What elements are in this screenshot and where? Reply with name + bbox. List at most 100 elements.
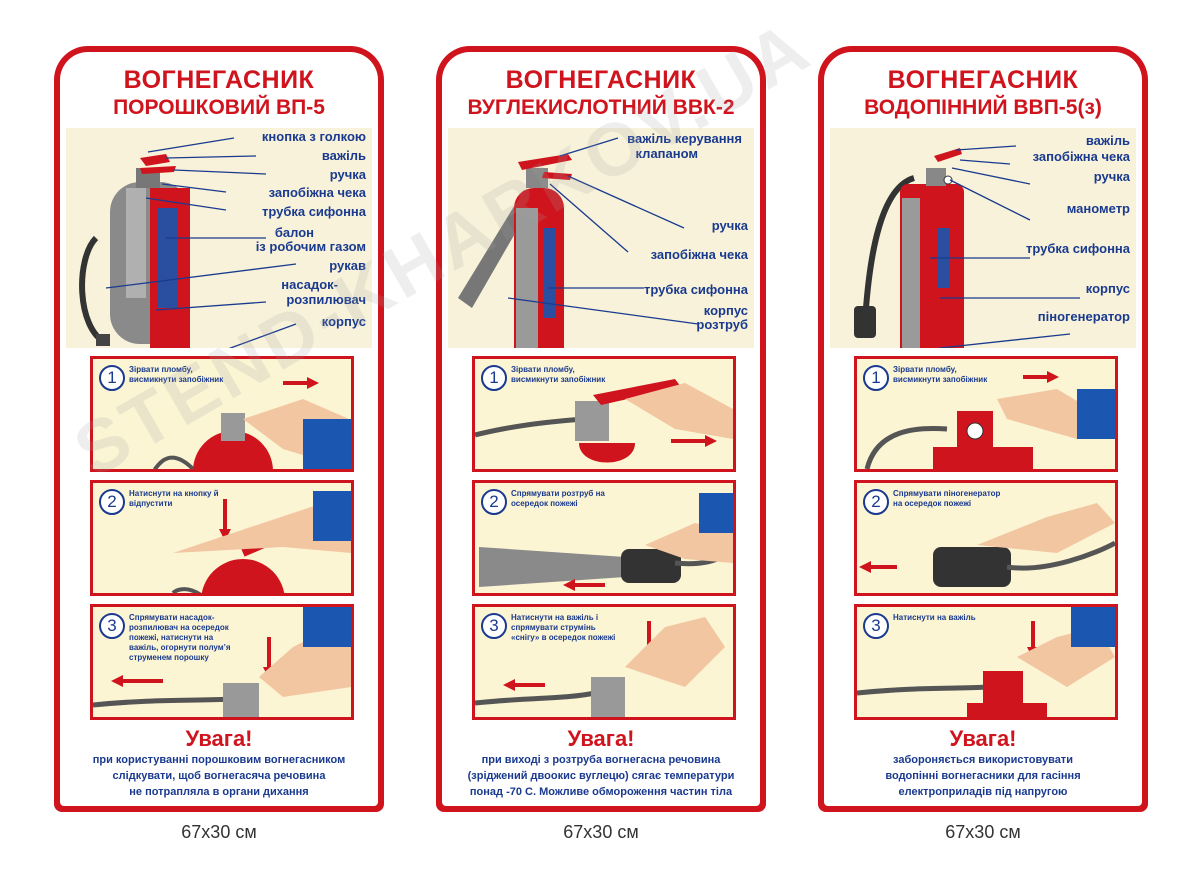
poster-title: ВОГНЕГАСНИК: [505, 66, 697, 94]
instruction-step-3: 3 Натиснути на важіль: [854, 604, 1118, 720]
part-label: кнопка з голкою: [261, 129, 366, 144]
size-caption: 67x30 см: [563, 822, 639, 842]
step-text: Спрямувати насадок-розпилювач на осередо…: [129, 613, 231, 662]
poster-inner: ВОГНЕГАСНИК ВОДОПІННИЙ ВВП-5(з): [824, 52, 1142, 806]
part-label: манометр: [1066, 201, 1130, 216]
part-label: клапаном: [635, 146, 698, 161]
part-label: трубка сифонна: [643, 282, 748, 297]
poster-inner: ВОГНЕГАСНИК ПОРОШКОВИЙ ВП-5: [60, 52, 378, 806]
warning-line: забороняється використовувати: [893, 754, 1073, 766]
part-label: важіль керування: [627, 131, 742, 146]
step-number: 2: [863, 489, 889, 515]
size-caption: 67x30 см: [945, 822, 1021, 842]
part-labels: кнопка з голкою важіль ручка запобіжна ч…: [66, 128, 372, 348]
step-number: 1: [99, 365, 125, 391]
step-text: Спрямувати піногенератор на осередок пож…: [893, 489, 1001, 508]
step-text: Спрямувати розтруб на осередок пожежі: [511, 489, 605, 508]
step-illustration: [475, 379, 733, 463]
warning-title: Увага!: [185, 726, 253, 751]
warning-line: водопінні вогнегасники для гасіння: [885, 770, 1081, 782]
warning-text: при користуванні порошковим вогнегаснико…: [66, 752, 372, 800]
step-illustration: [857, 607, 1115, 717]
part-label: ручка: [329, 167, 366, 182]
step-number: 3: [99, 613, 125, 639]
step-text: Натиснути на кнопку й відпустити: [129, 489, 219, 508]
step-text: Зірвати пломбу, висмикнути запобіжник: [129, 365, 224, 384]
part-label: трубка сифонна: [261, 204, 366, 219]
extinguisher-diagram: важіль керування клапаном ручка запобіжн…: [448, 128, 754, 348]
step-illustration: [479, 493, 733, 591]
part-label: корпус: [1085, 281, 1130, 296]
step-text: Натиснути на важіль: [893, 613, 976, 622]
instruction-step-1: 1 Зірвати пломбу, висмикнути запобіжник: [854, 356, 1118, 472]
warning-text: забороняється використовувати водопінні …: [830, 752, 1136, 800]
warning-title: Увага!: [567, 726, 635, 751]
powder-extinguisher-illustration: [79, 137, 297, 348]
part-label: піногенератор: [1037, 309, 1130, 324]
step-illustration: [475, 617, 725, 717]
step-illustration: [859, 503, 1115, 587]
size-caption: 67x30 см: [181, 822, 257, 842]
poster-subtitle: ВОДОПІННИЙ ВВП-5(з): [864, 96, 1102, 119]
poster-foam: ВОГНЕГАСНИК ВОДОПІННИЙ ВВП-5(з): [818, 46, 1148, 812]
step-illustration: [171, 491, 351, 593]
part-label: рукав: [329, 258, 366, 273]
instruction-step-2: 2 Натиснути на кнопку й відпустити: [90, 480, 354, 596]
warning-line: слідкувати, щоб вогнегасяча речовина: [112, 770, 326, 782]
warning-line: при виході з розтруба вогнегасна речовин…: [481, 754, 721, 766]
part-label: із робочим газом: [255, 239, 366, 254]
poster-title: ВОГНЕГАСНИК: [887, 66, 1079, 94]
poster-subtitle: ПОРОШКОВИЙ ВП-5: [113, 96, 325, 119]
step-text: Зірвати пломбу, висмикнути запобіжник: [511, 365, 606, 384]
step-text: Зірвати пломбу, висмикнути запобіжник: [893, 365, 988, 384]
step-number: 3: [863, 613, 889, 639]
warning-line: не потрапляла в органи дихання: [129, 786, 309, 798]
part-label: трубка сифонна: [1025, 241, 1130, 256]
co2-extinguisher-illustration: [458, 137, 699, 348]
warning-line: понад -70 С. Можливе обмороження частин …: [469, 786, 733, 798]
part-label: ручка: [711, 218, 748, 233]
step-number: 2: [99, 489, 125, 515]
part-label: балон: [274, 225, 314, 240]
step-illustration: [864, 371, 1115, 469]
step-number: 1: [481, 365, 507, 391]
part-label: розпилювач: [286, 292, 366, 307]
extinguisher-diagram: кнопка з голкою важіль ручка запобіжна ч…: [66, 128, 372, 348]
part-label: запобіжна чека: [268, 185, 366, 200]
part-label: важіль: [1085, 133, 1130, 148]
instruction-step-2: 2 Спрямувати піногенератор на осередок п…: [854, 480, 1118, 596]
step-text: Натиснути на важіль і спрямувати струмін…: [511, 613, 616, 642]
poster-inner: ВОГНЕГАСНИК ВУГЛЕКИСЛОТНИЙ ВВК-2: [442, 52, 760, 806]
instruction-step-1: 1 Зірвати пломбу, висмикнути запобіжник: [90, 356, 354, 472]
poster-co2: ВОГНЕГАСНИК ВУГЛЕКИСЛОТНИЙ ВВК-2: [436, 46, 766, 812]
step-number: 3: [481, 613, 507, 639]
instruction-step-2: 2 Спрямувати розтруб на осередок пожежі: [472, 480, 736, 596]
poster-subtitle: ВУГЛЕКИСЛОТНИЙ ВВК-2: [467, 96, 735, 119]
instruction-step-3: 3 Натиснути на важіль і спрямувати струм…: [472, 604, 736, 720]
part-labels: важіль керування клапаном ручка запобіжн…: [448, 128, 754, 348]
foam-extinguisher-illustration: [854, 145, 1080, 348]
instruction-step-3: 3 Спрямувати насадок-розпилювач на осере…: [90, 604, 354, 720]
part-label: корпус: [321, 314, 366, 329]
warning-text: при виході з розтруба вогнегасна речовин…: [448, 752, 754, 800]
warning-title: Увага!: [949, 726, 1017, 751]
step-number: 2: [481, 489, 507, 515]
part-label: насадок-: [281, 277, 338, 292]
part-label: корпус: [703, 303, 748, 318]
part-label: важіль: [321, 148, 366, 163]
instruction-step-1: 1 Зірвати пломбу, висмикнути запобіжник: [472, 356, 736, 472]
warning-line: (зріджений двоокис вуглецю) сягає темпер…: [467, 770, 735, 782]
part-label: ручка: [1093, 169, 1130, 184]
part-label: запобіжна чека: [650, 247, 748, 262]
poster-powder: ВОГНЕГАСНИК ПОРОШКОВИЙ ВП-5: [54, 46, 384, 812]
warning-line: електроприладів під напругою: [898, 786, 1068, 798]
step-illustration: [152, 377, 351, 469]
step-illustration: [93, 607, 351, 717]
warning-line: при користуванні порошковим вогнегаснико…: [92, 754, 346, 766]
poster-title: ВОГНЕГАСНИК: [123, 66, 315, 94]
part-label: розтруб: [696, 317, 748, 332]
step-number: 1: [863, 365, 889, 391]
part-label: запобіжна чека: [1032, 149, 1130, 164]
extinguisher-diagram: важіль запобіжна чека ручка манометр тру…: [830, 128, 1136, 348]
part-labels: важіль запобіжна чека ручка манометр тру…: [830, 128, 1136, 348]
